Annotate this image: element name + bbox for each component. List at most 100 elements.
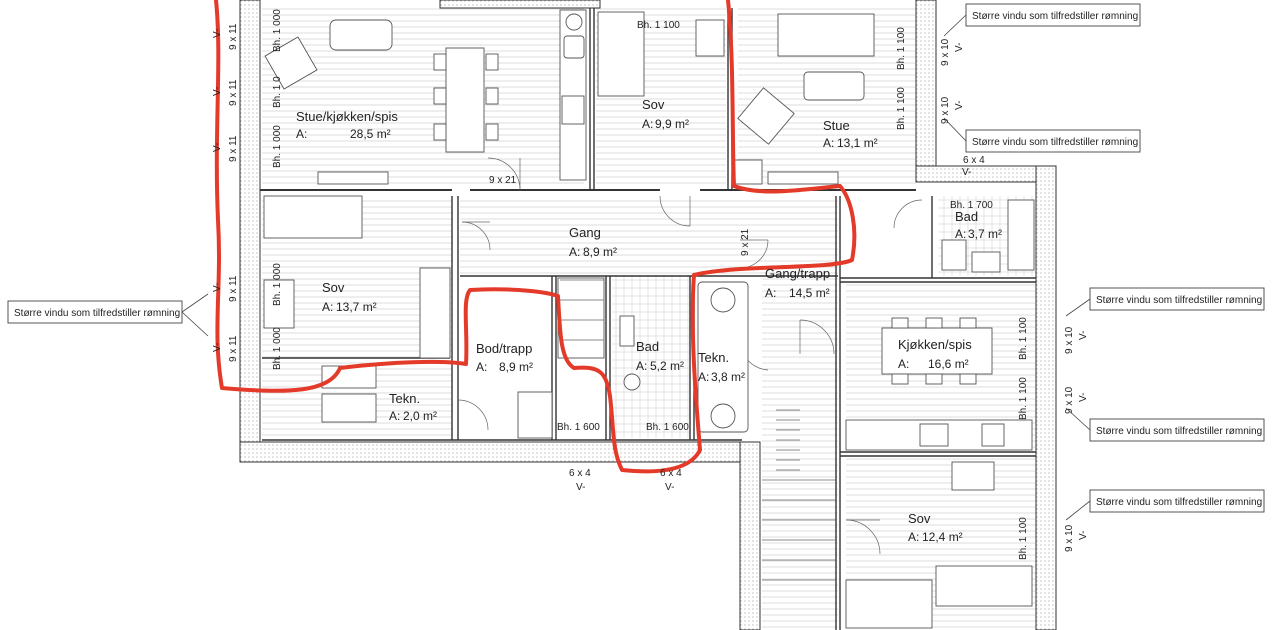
window-size: 6 x 4 [963,155,985,166]
area-prefix: A: [908,530,919,544]
room-name: Bad [636,339,659,354]
room-area: 16,6 m² [928,357,969,371]
window-mark: V- [954,43,965,52]
room-name: Stue [823,118,850,133]
room-name: Kjøkken/spis [898,337,972,352]
exterior-walls [239,0,1057,630]
window-mark: V- [962,167,971,178]
room-area: 8,9 m² [583,245,617,259]
svg-text:Større vindu som tilfredstille: Større vindu som tilfredstiller rømning [972,137,1138,148]
svg-text:Større vindu som tilfredstille: Større vindu som tilfredstiller rømning [14,308,180,319]
window-mark: V- [954,101,965,110]
callout-box: Større vindu som tilfredstiller rømning [1065,489,1265,521]
sill-height: Bh. 1 000 [272,327,283,370]
window-mark: V- [212,343,223,352]
window-size: 9 x 11 [228,335,239,362]
window-size: 9 x 21 [740,228,751,256]
window-mark: V- [212,29,223,38]
area-prefix: A: [642,117,653,131]
room-name: Tekn. [389,391,420,406]
room-name: Stue/kjøkken/spis [296,109,398,124]
sill-height: Bh. 1 100 [1018,317,1029,360]
window-size-labels: 9 x 11 9 x 11 9 x 11 9 x 11 9 x 11 9 x 1… [228,23,1075,552]
room-name: Bod/trapp [476,341,532,356]
window-size: 9 x 10 [1064,386,1075,414]
sill-height: Bh. 1 100 [896,87,907,130]
window-size: 9 x 11 [228,135,239,162]
window-mark: V- [665,482,674,493]
callout-box: Større vindu som tilfredstiller rømning [943,3,1141,37]
window-size: 9 x 10 [1064,524,1075,552]
area-prefix: A: [898,357,909,371]
callout-box: Større vindu som tilfredstiller rømning [1065,287,1265,317]
room-name: Tekn. [698,350,729,365]
sill-height: Bh. 1 100 [1018,517,1029,560]
doors [457,157,923,555]
window-size: 9 x 10 [940,96,951,124]
sill-height: Bh. 1 600 [646,422,689,433]
window-mark: V- [212,283,223,292]
svg-text:Større vindu som tilfredstille: Større vindu som tilfredstiller rømning [1096,426,1262,437]
window-size: 6 x 4 [569,468,591,479]
window-size: 9 x 11 [228,23,239,50]
sill-height: Bh. 1 100 [637,20,680,31]
area-prefix: A: [322,300,333,314]
room-name: Bad [955,209,978,224]
svg-text:Større vindu som tilfredstille: Større vindu som tilfredstiller rømning [1096,295,1262,306]
window-size: 9 x 11 [228,79,239,106]
area-prefix: A: [296,127,307,141]
window-size: 6 x 4 [660,468,682,479]
room-name: Sov [908,511,931,526]
room-name: Gang/trapp [765,266,830,281]
area-prefix: A: [955,227,966,241]
window-marks: V- V- V- V- V- V- V- V- V- V- V- V- V- [212,29,1089,540]
window-mark: V- [1078,531,1089,540]
window-mark: V- [212,87,223,96]
area-prefix: A: [765,286,776,300]
room-area: 28,5 m² [350,127,391,141]
callout-box: Større vindu som tilfredstiller rømning [943,117,1141,153]
sill-height: Bh. 1 000 [272,9,283,52]
window-size: 9 x 10 [940,38,951,66]
sill-height: Bh. 1 0 [272,76,283,108]
area-prefix: A: [636,359,647,373]
callout-box: Større vindu som tilfredstiller rømning [1065,407,1265,442]
sill-height: Bh. 1 000 [272,125,283,168]
room-area: 13,1 m² [837,136,878,150]
red-markup [214,0,857,474]
room-area: 5,2 m² [650,359,684,373]
sill-height: Bh. 1 000 [272,263,283,306]
room-area: 13,7 m² [336,300,377,314]
window-mark: V- [212,143,223,152]
window-mark: V- [1078,331,1089,340]
sill-height: Bh. 1 700 [950,200,993,211]
room-labels: Stue/kjøkken/spis A: 28,5 m² Sov A: 9,9 … [296,97,1002,544]
svg-text:Større vindu som tilfredstille: Større vindu som tilfredstiller rømning [972,11,1138,22]
room-name: Sov [642,97,665,112]
room-area: 12,4 m² [922,530,963,544]
window-size: 9 x 21 [489,175,517,186]
room-name: Sov [322,280,345,295]
window-mark: V- [1078,393,1089,402]
callout-group: Større vindu som tilfredstiller rømning … [7,3,1265,521]
area-prefix: A: [476,360,487,374]
room-area: 3,8 m² [711,370,745,384]
callout-box: Større vindu som tilfredstiller rømning [7,293,209,337]
room-name: Gang [569,225,601,240]
sill-height: Bh. 1 600 [557,422,600,433]
window-size: 9 x 10 [1064,326,1075,354]
area-prefix: A: [389,409,400,423]
svg-text:Større vindu som tilfredstille: Større vindu som tilfredstiller rømning [1096,497,1262,508]
room-area: 9,9 m² [655,117,689,131]
sill-height: Bh. 1 100 [896,27,907,70]
sill-height-labels: Bh. 1 000 Bh. 1 0 Bh. 1 000 Bh. 1 000 Bh… [272,9,1029,560]
room-area: 8,9 m² [499,360,533,374]
area-prefix: A: [569,245,580,259]
furniture [263,9,1035,629]
area-prefix: A: [823,136,834,150]
room-area: 14,5 m² [789,286,830,300]
area-prefix: A: [698,370,709,384]
room-area: 3,7 m² [968,227,1002,241]
window-mark: V- [576,482,585,493]
